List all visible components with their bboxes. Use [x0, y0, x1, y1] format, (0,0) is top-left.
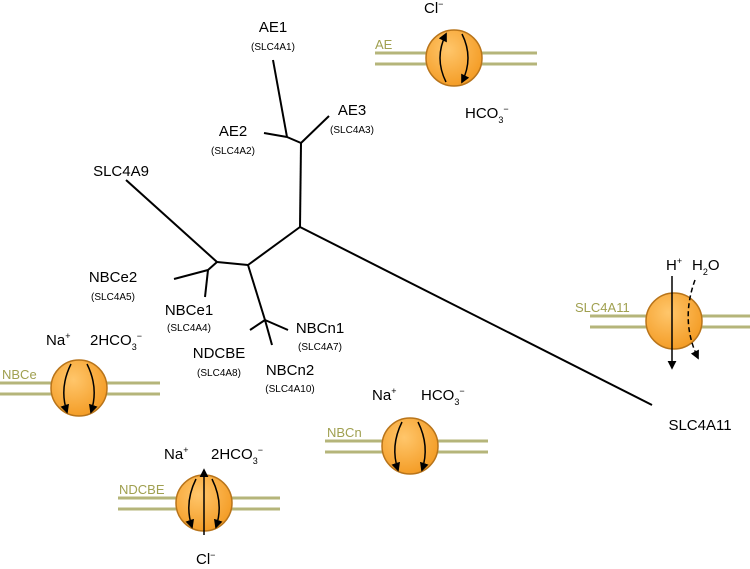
branch-nbcn2 [264, 319, 273, 346]
label-ae3: AE3 [338, 102, 366, 119]
membrane-label-ndcbe: NDCBE [119, 482, 165, 497]
transporter-circle-ae [425, 29, 483, 87]
label-nbce2: NBCe2 [89, 269, 137, 286]
branch-ae2 [263, 132, 288, 138]
gene-ae3: (SLC4A3) [330, 125, 374, 136]
branch-nbce2 [173, 269, 209, 280]
gene-ae2: (SLC4A2) [211, 146, 255, 157]
membrane-label-slc4a11: SLC4A11 [575, 300, 630, 315]
ion-nbcn-na: Na+ [372, 386, 396, 404]
branch-nbcn1 [264, 319, 289, 331]
ion-slc4a11-h2o: H2O [692, 257, 720, 277]
label-nbcn2: NBCn2 [266, 362, 314, 379]
branch-root-nbc [247, 226, 301, 266]
transporter-slc4a11: SLC4A11 H+ H2O [575, 256, 750, 370]
branch-ae-ae12 [286, 136, 302, 144]
branch-ndcbe [249, 319, 266, 331]
membrane-label-ae: AE [375, 37, 393, 52]
transporter-ndcbe: NDCBE Na+ 2HCO3− Cl− [118, 445, 280, 568]
branch-slc4a9 [125, 179, 218, 263]
gene-nbce2: (SLC4A5) [91, 292, 135, 303]
label-slc4a9: SLC4A9 [93, 163, 149, 180]
branch-ae-ae3 [300, 115, 330, 144]
label-slc4a11-tree: SLC4A11 [668, 417, 731, 434]
transporter-nbcn: NBCn Na+ HCO3− [325, 386, 488, 475]
ion-nbce-na: Na+ [46, 331, 70, 349]
gene-nbcn2: (SLC4A10) [265, 384, 314, 395]
membrane-label-nbcn: NBCn [327, 425, 362, 440]
ion-slc4a11-h: H+ [666, 256, 682, 274]
transporter-nbce: NBCe Na+ 2HCO3− [0, 331, 160, 417]
label-ae2: AE2 [219, 123, 247, 140]
gene-ndcbe: (SLC4A8) [197, 368, 241, 379]
ion-nbce-hco3: 2HCO3− [90, 331, 142, 352]
label-ndcbe: NDCBE [193, 345, 246, 362]
ion-ae-cl: Cl− [424, 0, 443, 17]
ion-ndcbe-na: Na+ [164, 445, 188, 463]
label-nbcn1: NBCn1 [296, 320, 344, 337]
gene-nbcn1: (SLC4A7) [298, 342, 342, 353]
gene-nbce1: (SLC4A4) [167, 323, 211, 334]
phylogenetic-tree [125, 59, 653, 406]
branch-root-slc4a11 [299, 226, 653, 406]
gene-ae1: (SLC4A1) [251, 42, 295, 53]
tree-labels: AE1 (SLC4A1) AE3 (SLC4A3) AE2 (SLC4A2) S… [89, 19, 732, 434]
branch-nbc-split [216, 261, 249, 266]
ion-ndcbe-cl: Cl− [196, 550, 215, 568]
branch-nbc-lower [247, 264, 266, 321]
membrane-label-nbce: NBCe [2, 367, 37, 382]
transporter-ae: AE Cl− HCO3− [375, 0, 537, 125]
branch-nbce-node [207, 261, 218, 271]
branch-ae1 [272, 59, 288, 138]
ion-nbcn-hco3: HCO3− [421, 386, 465, 407]
ion-ndcbe-hco3: 2HCO3− [211, 445, 263, 466]
transporter-circle-nbcn [381, 417, 439, 475]
branch-root-ae [299, 142, 302, 228]
label-nbce1: NBCe1 [165, 302, 213, 319]
branch-nbce1 [204, 269, 209, 298]
transporter-circle-nbce [50, 359, 108, 417]
ion-ae-hco3: HCO3− [465, 104, 509, 125]
transporter-circle-slc4a11 [645, 292, 703, 350]
label-ae1: AE1 [259, 19, 287, 36]
